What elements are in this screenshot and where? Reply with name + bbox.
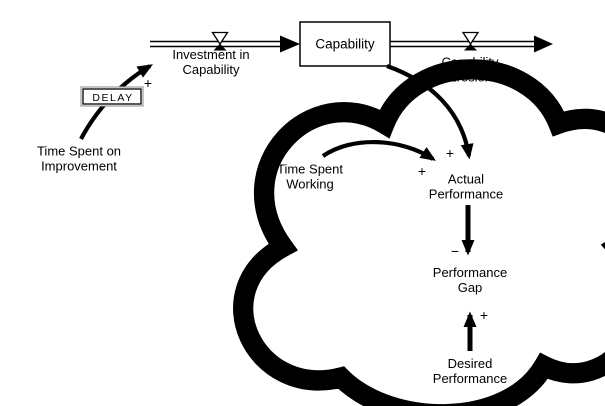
- source-cloud-icon: [242, 68, 605, 406]
- stock-capability: Capability: [299, 21, 391, 67]
- outflow-pipe: [388, 35, 553, 53]
- link-working-to-actual: [321, 140, 436, 161]
- svg-text:Capability: Capability: [441, 55, 499, 70]
- delay-box: DELAY: [80, 86, 144, 107]
- sign-improvement-to-investment: +: [144, 75, 152, 91]
- svg-text:Investment in: Investment in: [172, 47, 249, 62]
- sign-capability-to-actual: +: [446, 145, 454, 161]
- svg-text:Improvement: Improvement: [41, 159, 117, 174]
- svg-text:Time Spent: Time Spent: [277, 162, 343, 177]
- svg-text:Erosion: Erosion: [448, 70, 492, 85]
- delay-box-inner-border: [82, 88, 142, 105]
- link-capability-to-actual: [386, 64, 474, 160]
- variable-desired-performance: Desired Performance: [433, 356, 507, 386]
- svg-text:Actual: Actual: [448, 172, 484, 187]
- outflow-valve-icon: [461, 31, 480, 51]
- variable-actual-performance: Actual Performance: [429, 172, 503, 202]
- svg-text:Working: Working: [286, 177, 333, 192]
- svg-text:Performance: Performance: [433, 371, 507, 386]
- variable-performance-gap: Performance Gap: [433, 265, 507, 295]
- sign-working-to-actual: +: [418, 163, 426, 179]
- svg-text:Desired: Desired: [448, 356, 493, 371]
- stock-capability-label: Capability: [315, 37, 375, 52]
- svg-text:Performance: Performance: [433, 265, 507, 280]
- inflow-pipe: [150, 35, 300, 53]
- svg-text:Time Spent on: Time Spent on: [37, 144, 121, 159]
- svg-text:Performance: Performance: [429, 187, 503, 202]
- inflow-valve-icon: [211, 31, 229, 51]
- sign-desired-to-gap: +: [480, 307, 488, 323]
- sign-actual-to-gap: −: [451, 243, 459, 259]
- delay-label: DELAY: [92, 92, 133, 104]
- stock-capability-box: [299, 21, 391, 67]
- outflow-arrowhead-icon: [534, 35, 553, 53]
- variable-time-spent-working: Time Spent Working: [277, 162, 343, 192]
- inflow-label: Investment in Capability: [172, 47, 249, 77]
- variable-time-spent-on-improvement: Time Spent on Improvement: [37, 144, 121, 174]
- svg-text:Capability: Capability: [182, 62, 240, 77]
- outflow-label: Capability Erosion: [441, 55, 499, 85]
- inflow-arrowhead-icon: [280, 35, 300, 53]
- svg-text:Gap: Gap: [458, 280, 483, 295]
